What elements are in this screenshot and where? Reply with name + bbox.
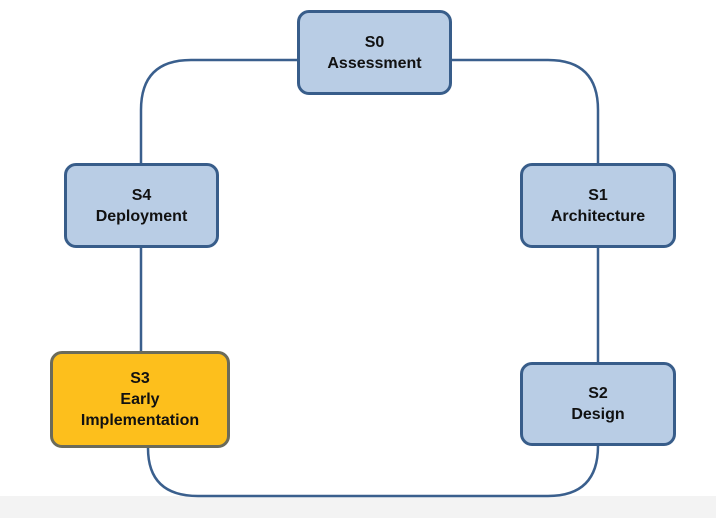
stage-s0-name: Assessment: [327, 54, 422, 72]
stage-s0-id: S0: [364, 33, 385, 51]
stage-s4-name: Deployment: [95, 207, 188, 225]
stage-s3-name-line-2: Implementation: [80, 412, 200, 429]
connector-s0-s1: [452, 58, 600, 163]
stage-s3-name-line-1: Early: [120, 391, 160, 408]
stage-s2-id: S2: [588, 385, 608, 402]
stage-s3-box: S3 Early Implementation: [50, 351, 230, 448]
stage-s4-id: S4: [131, 186, 152, 204]
stage-s3-id: S3: [130, 370, 150, 387]
stage-s4-box: S4 Deployment: [64, 163, 219, 248]
canvas-bottom-strip: [0, 496, 716, 518]
stage-s2-name: Design: [571, 406, 625, 423]
connector-s2-s3: [146, 445, 600, 498]
connector-s4-s0: [139, 58, 297, 163]
stage-s1-id: S1: [588, 186, 608, 204]
stage-s2-box: S2 Design: [520, 362, 676, 446]
stage-s1-box: S1 Architecture: [520, 163, 676, 248]
stage-s1-name: Architecture: [550, 207, 646, 225]
stage-s0-box: S0 Assessment: [297, 10, 452, 95]
